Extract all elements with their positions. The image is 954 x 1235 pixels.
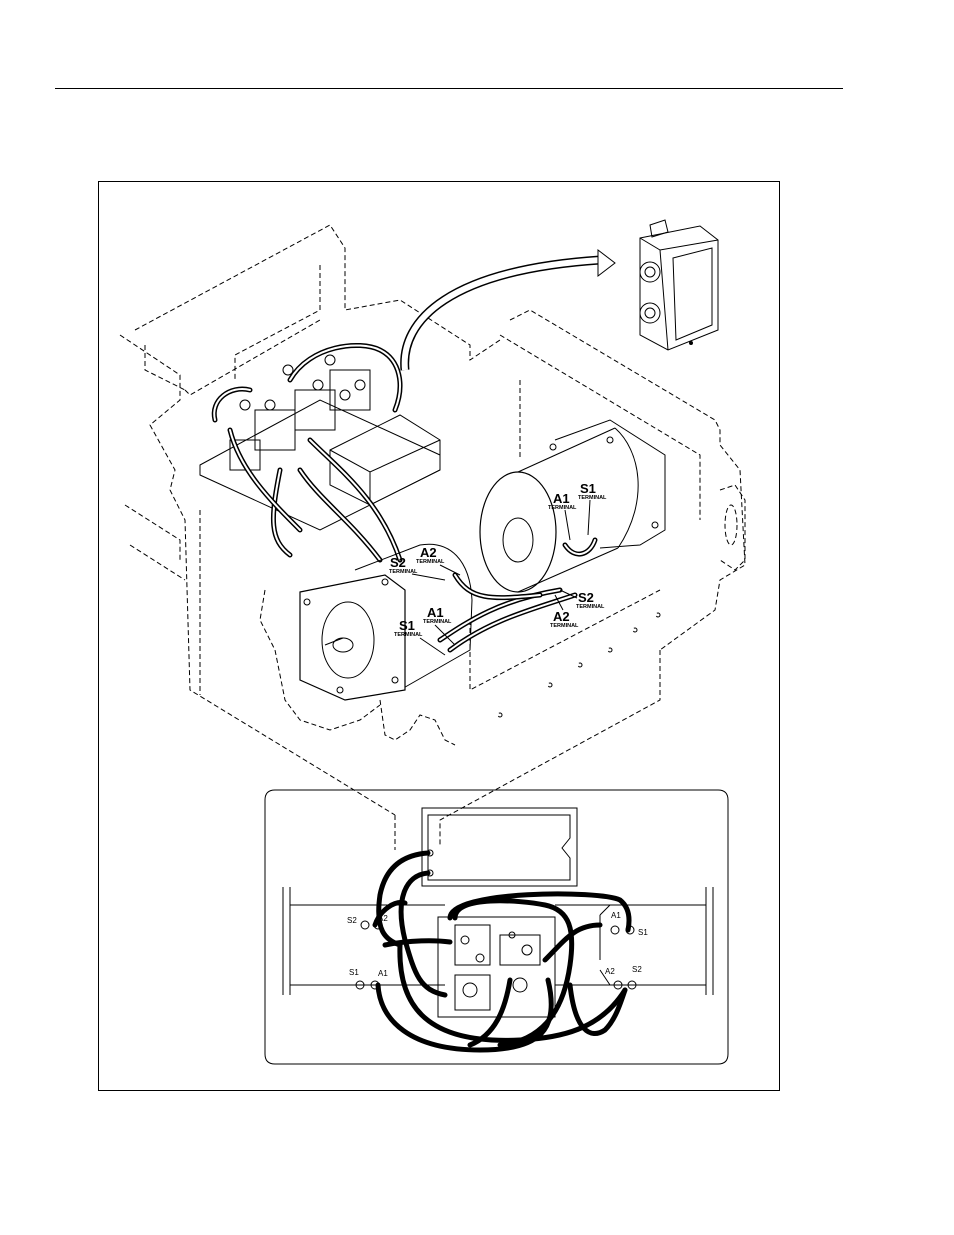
front-a2-terminal-label: TERMINAL [416, 559, 445, 565]
removal-arrow [405, 250, 615, 370]
rear-s2-label: S2 [578, 590, 594, 605]
front-s1-terminal-label: TERMINAL [394, 632, 423, 638]
inset-right-s2-label: S2 [632, 965, 642, 974]
inset-left-s2-label: S2 [347, 916, 357, 925]
inset-right-a1-label: A1 [611, 911, 621, 920]
rear-s1-terminal-label: TERMINAL [578, 495, 607, 501]
front-a1-label: A1 [427, 605, 444, 620]
inset-left-a1-label: A1 [378, 969, 388, 978]
rear-s2-terminal-label: TERMINAL [576, 604, 605, 610]
inset-schematic: S2 A2 S1 A1 A1 S1 A2 S2 [265, 790, 728, 1064]
front-s1-label: S1 [399, 618, 415, 633]
front-a1-terminal-label: TERMINAL [423, 619, 452, 625]
inset-left-s1-label: S1 [349, 968, 359, 977]
inset-right-a2-label: A2 [605, 967, 615, 976]
chassis-outline [120, 225, 745, 850]
inset-right-s1-label: S1 [638, 928, 648, 937]
front-s2-label: S2 [390, 555, 406, 570]
inset-left-a2-label: A2 [378, 914, 388, 923]
contactor-assembly [200, 345, 440, 560]
rear-s1-label: S1 [580, 481, 596, 496]
rear-a1-terminal-label: TERMINAL [548, 505, 577, 511]
junction-box [640, 220, 718, 350]
rear-a2-label: A2 [553, 609, 570, 624]
rear-a2-terminal-label: TERMINAL [550, 623, 579, 629]
rear-a1-label: A1 [553, 491, 570, 506]
front-a2-label: A2 [420, 545, 437, 560]
